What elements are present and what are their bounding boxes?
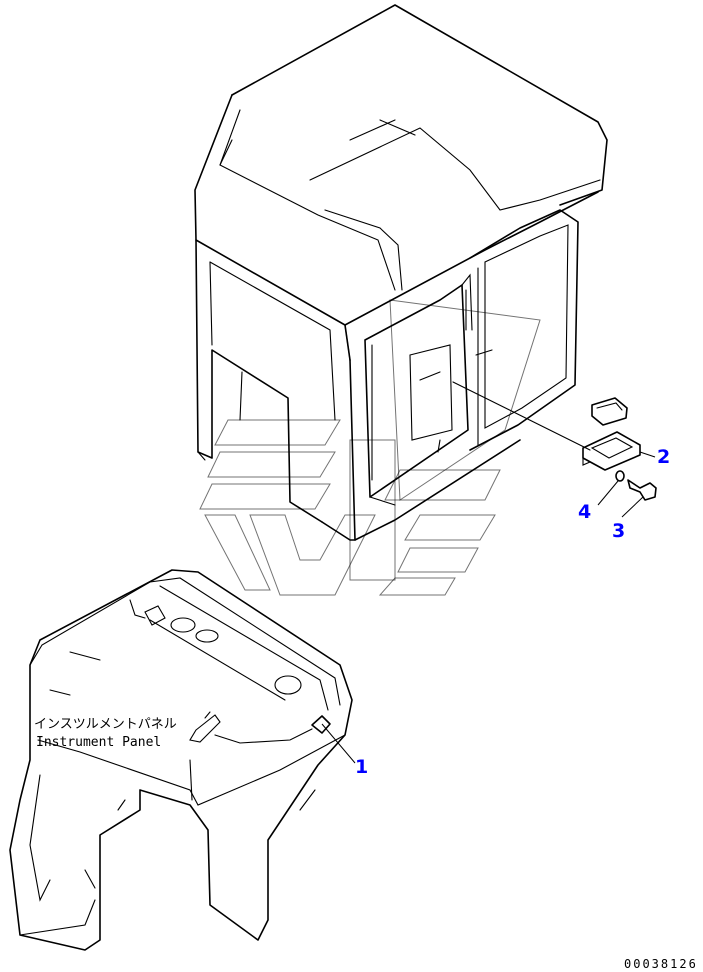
callout-4: 4 xyxy=(578,480,619,523)
callout-number-3: 3 xyxy=(612,520,625,542)
label-japanese: インスツルメントパネル xyxy=(34,717,177,732)
instrument-panel-label: インスツルメントパネル Instrument Panel xyxy=(34,717,177,750)
callout-2: 2 xyxy=(639,446,670,468)
part-washer xyxy=(615,470,625,482)
part-bracket xyxy=(582,431,641,471)
part-bolt xyxy=(627,479,657,501)
cab-body xyxy=(194,4,608,541)
part-switch-with-wiring xyxy=(189,711,331,744)
watermark-logo xyxy=(199,299,541,596)
label-english: Instrument Panel xyxy=(36,735,161,750)
callout-number-2: 2 xyxy=(657,446,670,468)
instrument-panel-body xyxy=(9,569,353,951)
callout-number-4: 4 xyxy=(578,501,591,523)
callout-number-1: 1 xyxy=(355,756,368,778)
callout-1: 1 xyxy=(321,723,368,778)
callout-3: 3 xyxy=(612,496,644,542)
document-number: 00038126 xyxy=(624,957,698,971)
part-cover xyxy=(591,397,628,426)
